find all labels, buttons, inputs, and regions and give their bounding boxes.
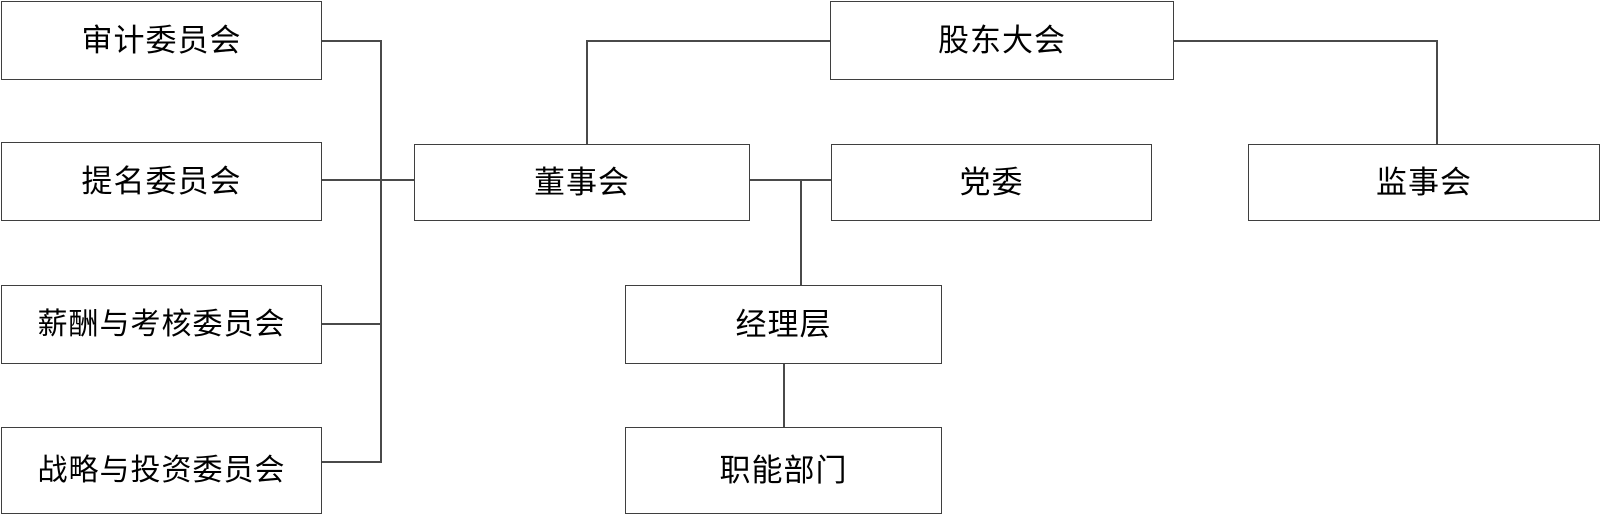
node-compensation-committee[interactable]: 薪酬与考核委员会 [1,285,322,364]
connector-compensation-committee-stub [321,323,382,325]
node-label-board-of-supervisors: 监事会 [1376,165,1472,200]
node-label-functional-departments: 职能部门 [719,453,848,488]
node-label-shareholders-meeting: 股东大会 [938,23,1066,58]
node-strategy-committee[interactable]: 战略与投资委员会 [1,427,322,514]
connector-shareholders-to-board-horizontal [586,40,831,42]
connector-board-to-management-vertical [800,179,802,286]
connector-audit-committee-stub [321,40,382,42]
node-label-nomination-committee: 提名委员会 [81,164,242,199]
connector-management-to-departments-vertical [783,363,785,428]
connector-committee-to-board-horizontal [380,179,416,181]
connector-board-to-party-horizontal [749,179,832,181]
node-board-of-directors[interactable]: 董事会 [414,144,750,221]
node-label-board-of-directors: 董事会 [534,165,630,200]
connector-committee-spine-vertical [380,40,382,463]
node-management[interactable]: 经理层 [625,285,942,364]
connector-nomination-committee-stub [321,179,382,181]
connector-shareholders-to-board-vertical [586,40,588,145]
node-nomination-committee[interactable]: 提名委员会 [1,142,322,221]
node-shareholders-meeting[interactable]: 股东大会 [830,1,1174,80]
node-label-strategy-committee: 战略与投资委员会 [37,453,286,487]
node-audit-committee[interactable]: 审计委员会 [1,1,322,80]
connector-shareholders-to-supervisors-horizontal [1173,40,1438,42]
node-party-committee[interactable]: 党委 [831,144,1152,221]
node-label-management: 经理层 [735,307,832,342]
connector-strategy-committee-stub [321,461,382,463]
node-label-compensation-committee: 薪酬与考核委员会 [37,307,286,341]
node-label-party-committee: 党委 [959,165,1024,200]
node-functional-departments[interactable]: 职能部门 [625,427,942,514]
connector-shareholders-to-supervisors-vertical [1436,40,1438,145]
node-board-of-supervisors[interactable]: 监事会 [1248,144,1600,221]
node-label-audit-committee: 审计委员会 [81,23,242,58]
